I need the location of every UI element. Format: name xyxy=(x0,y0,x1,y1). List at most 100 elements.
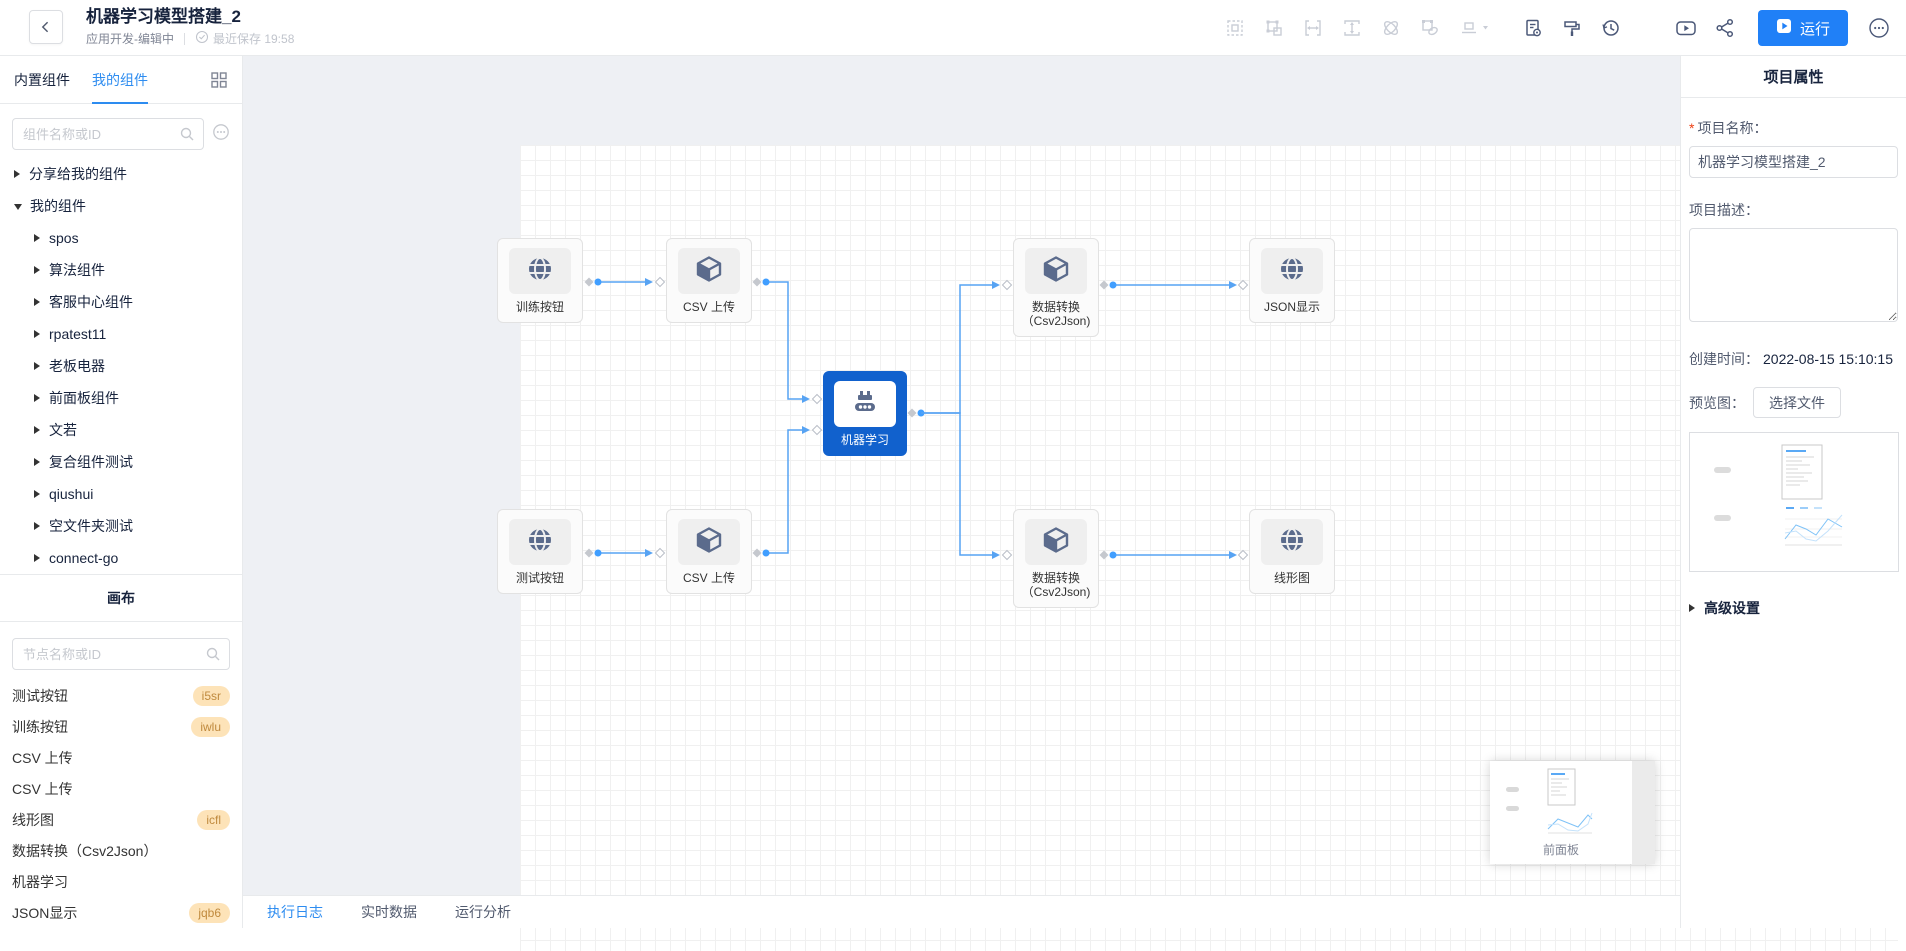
node-label: 线形图 xyxy=(1273,571,1310,585)
component-tree: 分享给我的组件 我的组件 spos 算法组件 客服中心组件 rpatest11 … xyxy=(0,158,242,574)
history-icon[interactable] xyxy=(1600,17,1622,39)
tree-item-spos[interactable]: spos xyxy=(0,222,242,254)
tree-item-rpatest11[interactable]: rpatest11 xyxy=(0,318,242,350)
ungroup-icon[interactable] xyxy=(1419,17,1441,39)
node-label: 测试按钮 xyxy=(515,571,564,585)
list-item-csv-upload-1[interactable]: CSV 上传 xyxy=(12,749,73,766)
list-item-machine-learning[interactable]: 机器学习 xyxy=(12,873,68,890)
caret-right-icon xyxy=(34,522,40,530)
tab-my-components[interactable]: 我的组件 xyxy=(92,56,148,104)
flow-node-data-convert-top[interactable]: 数据转换（Csv2Json) xyxy=(1013,238,1099,337)
node-id-badge: jqb6 xyxy=(189,902,230,923)
tab-execution-log[interactable]: 执行日志 xyxy=(267,904,323,920)
cube-icon xyxy=(694,254,724,289)
tree-item-my-components[interactable]: 我的组件 xyxy=(0,190,242,222)
advanced-settings-toggle[interactable]: 高级设置 xyxy=(1689,598,1898,618)
caret-right-icon xyxy=(34,330,40,338)
overlap-icon[interactable] xyxy=(1380,17,1402,39)
tree-item-service-center[interactable]: 客服中心组件 xyxy=(0,286,242,318)
tree-item-composite-test[interactable]: 复合组件测试 xyxy=(0,446,242,478)
tree-item-algorithm-components[interactable]: 算法组件 xyxy=(0,254,242,286)
tree-item-connect-go[interactable]: connect-go xyxy=(0,542,242,574)
tree-item-empty-folder-test[interactable]: 空文件夹测试 xyxy=(0,510,242,542)
cube-icon xyxy=(1041,254,1071,289)
project-name-input[interactable] xyxy=(1689,146,1898,178)
page-title: 机器学习模型搭建_2 xyxy=(86,7,241,26)
flow-node-machine-learning[interactable]: 机器学习 xyxy=(823,371,907,456)
minimap[interactable]: 前面板 xyxy=(1490,761,1655,864)
list-item-csv-upload-2[interactable]: CSV 上传 xyxy=(12,780,73,797)
video-play-icon[interactable] xyxy=(1675,17,1697,39)
canvas-area[interactable] xyxy=(243,56,1898,951)
node-icon-tile xyxy=(509,248,571,294)
tab-realtime-data[interactable]: 实时数据 xyxy=(361,904,417,920)
marquee-select-icon[interactable] xyxy=(1224,17,1246,39)
save-status: 最近保存 19:58 xyxy=(195,30,294,47)
node-icon-tile xyxy=(1025,519,1087,565)
caret-right-icon xyxy=(34,266,40,274)
more-icon[interactable] xyxy=(1868,17,1890,39)
back-button[interactable] xyxy=(29,10,63,44)
flow-node-data-convert-bottom[interactable]: 数据转换（Csv2Json) xyxy=(1013,509,1099,608)
tree-item-front-panel[interactable]: 前面板组件 xyxy=(0,382,242,414)
node-icon-tile xyxy=(1261,248,1323,294)
flow-node-train-button[interactable]: 训练按钮 xyxy=(497,238,583,323)
tab-run-analysis[interactable]: 运行分析 xyxy=(455,904,511,920)
node-id-badge: icfl xyxy=(197,809,230,830)
search-icon xyxy=(179,126,195,147)
share-icon[interactable] xyxy=(1714,17,1736,39)
distribute-vertical-icon[interactable] xyxy=(1341,17,1363,39)
flow-node-json-display[interactable]: JSON显示 xyxy=(1249,238,1335,323)
format-roller-icon[interactable] xyxy=(1561,17,1583,39)
run-button[interactable]: 运行 xyxy=(1757,10,1848,46)
more-circle-icon[interactable] xyxy=(212,123,230,146)
cube-icon xyxy=(694,525,724,560)
clock-check-icon xyxy=(195,30,209,47)
header: 机器学习模型搭建_2 应用开发-编辑中 最近保存 19:58 xyxy=(0,0,1906,56)
panel-title: 项目属性 xyxy=(1681,56,1906,98)
tab-builtin-components[interactable]: 内置组件 xyxy=(14,71,70,88)
project-properties-panel: 项目属性 *项目名称： 项目描述： 创建时间： 2022-08-15 15:10… xyxy=(1680,56,1906,928)
node-label: 数据转换（Csv2Json) xyxy=(1021,571,1091,599)
flow-node-line-chart[interactable]: 线形图 xyxy=(1249,509,1335,594)
choose-file-button[interactable]: 选择文件 xyxy=(1753,387,1841,418)
caret-down-icon xyxy=(14,204,22,210)
preview-label: 预览图： xyxy=(1689,394,1745,411)
bottom-panel-tabs: 执行日志 实时数据 运行分析 xyxy=(243,895,1680,928)
project-desc-textarea[interactable] xyxy=(1689,228,1898,322)
align-dropdown-icon[interactable] xyxy=(1458,17,1492,39)
flow-node-test-button[interactable]: 测试按钮 xyxy=(497,509,583,594)
flow-node-csv-upload-bottom[interactable]: CSV 上传 xyxy=(666,509,752,594)
component-grid-icon[interactable] xyxy=(210,71,228,94)
required-mark: * xyxy=(1689,120,1695,136)
caret-right-icon xyxy=(34,426,40,434)
tree-item-qiushui[interactable]: qiushui xyxy=(0,478,242,510)
tree-item-wenruo[interactable]: 文若 xyxy=(0,414,242,446)
caret-right-icon xyxy=(1689,604,1695,612)
run-play-icon xyxy=(1776,18,1792,38)
node-label: 训练按钮 xyxy=(515,300,564,314)
search-icon xyxy=(205,646,221,667)
list-item-data-convert[interactable]: 数据转换（Csv2Json） xyxy=(12,842,158,859)
doc-settings-icon[interactable] xyxy=(1522,17,1544,39)
sidebar-tabs: 内置组件 我的组件 xyxy=(0,56,242,104)
distribute-horizontal-icon[interactable] xyxy=(1302,17,1324,39)
tree-item-shared-components[interactable]: 分享给我的组件 xyxy=(0,158,242,190)
tree-item-laoban[interactable]: 老板电器 xyxy=(0,350,242,382)
minimap-label: 前面板 xyxy=(1542,843,1579,857)
globe-icon xyxy=(1277,254,1307,289)
group-icon[interactable] xyxy=(1263,17,1285,39)
preview-row: 预览图： 选择文件 xyxy=(1689,387,1898,418)
robot-arm-icon xyxy=(850,387,880,422)
node-search-input[interactable] xyxy=(13,639,229,669)
flow-node-csv-upload-top[interactable]: CSV 上传 xyxy=(666,238,752,323)
node-icon-tile xyxy=(678,248,740,294)
node-id-badge: iwlu xyxy=(191,716,230,737)
component-search-input[interactable] xyxy=(13,119,203,149)
node-id-badge: i5sr xyxy=(192,685,230,706)
